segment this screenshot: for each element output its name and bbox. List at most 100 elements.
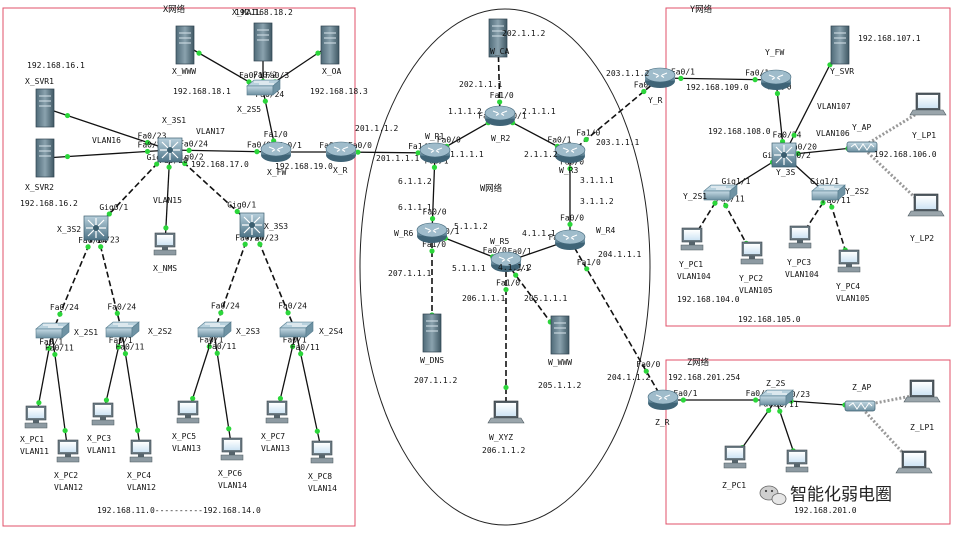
y-ap[interactable]: Y_AP <box>846 123 878 153</box>
y-2s2[interactable]: Y_2S2 <box>811 184 869 201</box>
port-label: Fa1/0 <box>422 240 446 249</box>
y-r[interactable]: Y_R <box>644 67 676 105</box>
switch-icon <box>246 79 281 96</box>
port-label: Fa0/3 <box>265 71 289 80</box>
x-2s4[interactable]: X_2S4 <box>279 321 343 338</box>
w-r2[interactable]: W_R2 <box>484 105 516 143</box>
device-vlan: VLAN11 <box>87 446 116 455</box>
x-nms[interactable]: X_NMS <box>153 232 177 273</box>
x-network-zone <box>2 7 356 527</box>
z-2s[interactable]: Z_2S <box>759 379 794 406</box>
server-icon <box>488 18 508 58</box>
device-label: Y_R <box>648 96 663 105</box>
ip-204-1: 204.1.1.1 <box>598 250 642 259</box>
port-led <box>98 244 104 250</box>
port-led <box>218 310 224 316</box>
device-vlan: VLAN12 <box>54 483 83 492</box>
z-network-title: Z网络 <box>687 357 710 368</box>
pc-icon <box>56 439 80 463</box>
x-r[interactable]: X_R <box>325 141 357 175</box>
subnet-y-109: 192.168.109.0 <box>686 83 749 92</box>
device-label: Z_LP1 <box>910 423 934 432</box>
x-3s2[interactable]: X_3S2 <box>57 215 109 241</box>
z-lp2[interactable] <box>895 450 933 474</box>
x-fw[interactable]: X_FW <box>260 141 292 177</box>
w-r4[interactable]: W_R4 <box>554 226 615 250</box>
x-2s3[interactable]: X_2S3 <box>197 321 260 338</box>
port-led <box>52 351 58 358</box>
w-r3[interactable]: W_R3 <box>554 142 586 175</box>
w-r5[interactable]: W_R5 <box>490 237 522 272</box>
w-r1[interactable]: W_R1 <box>419 132 451 163</box>
ip-6111: 6.1.1.1 <box>398 203 432 212</box>
x-2s5[interactable]: X_2S5 <box>237 79 281 114</box>
y-3s[interactable]: Y_3S <box>771 142 797 177</box>
z-r[interactable]: Z_R <box>647 389 679 427</box>
z-network-zone <box>665 359 951 525</box>
x-2s1[interactable]: X_2S1 <box>35 322 98 339</box>
port-label: Fa0/11 <box>115 343 144 352</box>
device-vlan: VLAN14 <box>218 481 247 490</box>
pc-icon <box>680 227 704 251</box>
ip-205-1: 205.1.1.1 <box>524 294 568 303</box>
device-vlan: VLAN105 <box>836 294 870 303</box>
port-label: Fa0/0 <box>560 213 584 222</box>
y-2s1[interactable]: Y_2S1 <box>683 184 738 201</box>
pc-icon <box>91 402 115 426</box>
x-3s1[interactable]: X_3S1 <box>157 116 186 163</box>
z-lp1[interactable]: Z_LP1 <box>903 379 941 432</box>
port-led <box>134 427 141 433</box>
z-pc1[interactable]: Z_PC1 <box>722 445 746 490</box>
y-fw[interactable]: Y_FW <box>760 48 792 90</box>
port-led <box>190 395 196 402</box>
w-r6[interactable]: W_R6 <box>394 222 448 243</box>
device-label: X_MAIL <box>232 8 261 17</box>
subnet-y-105: 192.168.105.0 <box>738 315 801 324</box>
device-ip: 192.168.18.2 <box>235 8 293 17</box>
x-3s3[interactable]: X_3S3 <box>239 212 288 238</box>
port-led <box>820 200 826 206</box>
router-icon <box>484 105 516 126</box>
y-lp2[interactable]: Y_LP2 <box>907 193 945 243</box>
z-pc2[interactable] <box>785 449 809 473</box>
subnet-x-17: 192.168.17.0 <box>191 160 249 169</box>
port-led <box>64 153 71 160</box>
device-label: X_NMS <box>153 264 177 273</box>
port-led <box>234 208 240 215</box>
device-label: W_XYZ <box>489 433 513 442</box>
link-x_2s2-x_pc3: Fa0/1 <box>102 331 133 416</box>
x-network-title: X网络 <box>163 4 186 15</box>
router-icon <box>260 141 292 162</box>
port-label: Fa1/0 <box>577 258 601 267</box>
port-led <box>497 99 503 105</box>
link-x_2s3-x_pc6: Fa0/11 <box>207 331 236 451</box>
z-ap[interactable]: Z_AP <box>844 383 876 412</box>
y-lp1[interactable]: Y_LP1 <box>909 92 947 140</box>
device-vlan: VLAN104 <box>677 272 711 281</box>
x-2s2[interactable]: X_2S2 <box>105 321 172 338</box>
